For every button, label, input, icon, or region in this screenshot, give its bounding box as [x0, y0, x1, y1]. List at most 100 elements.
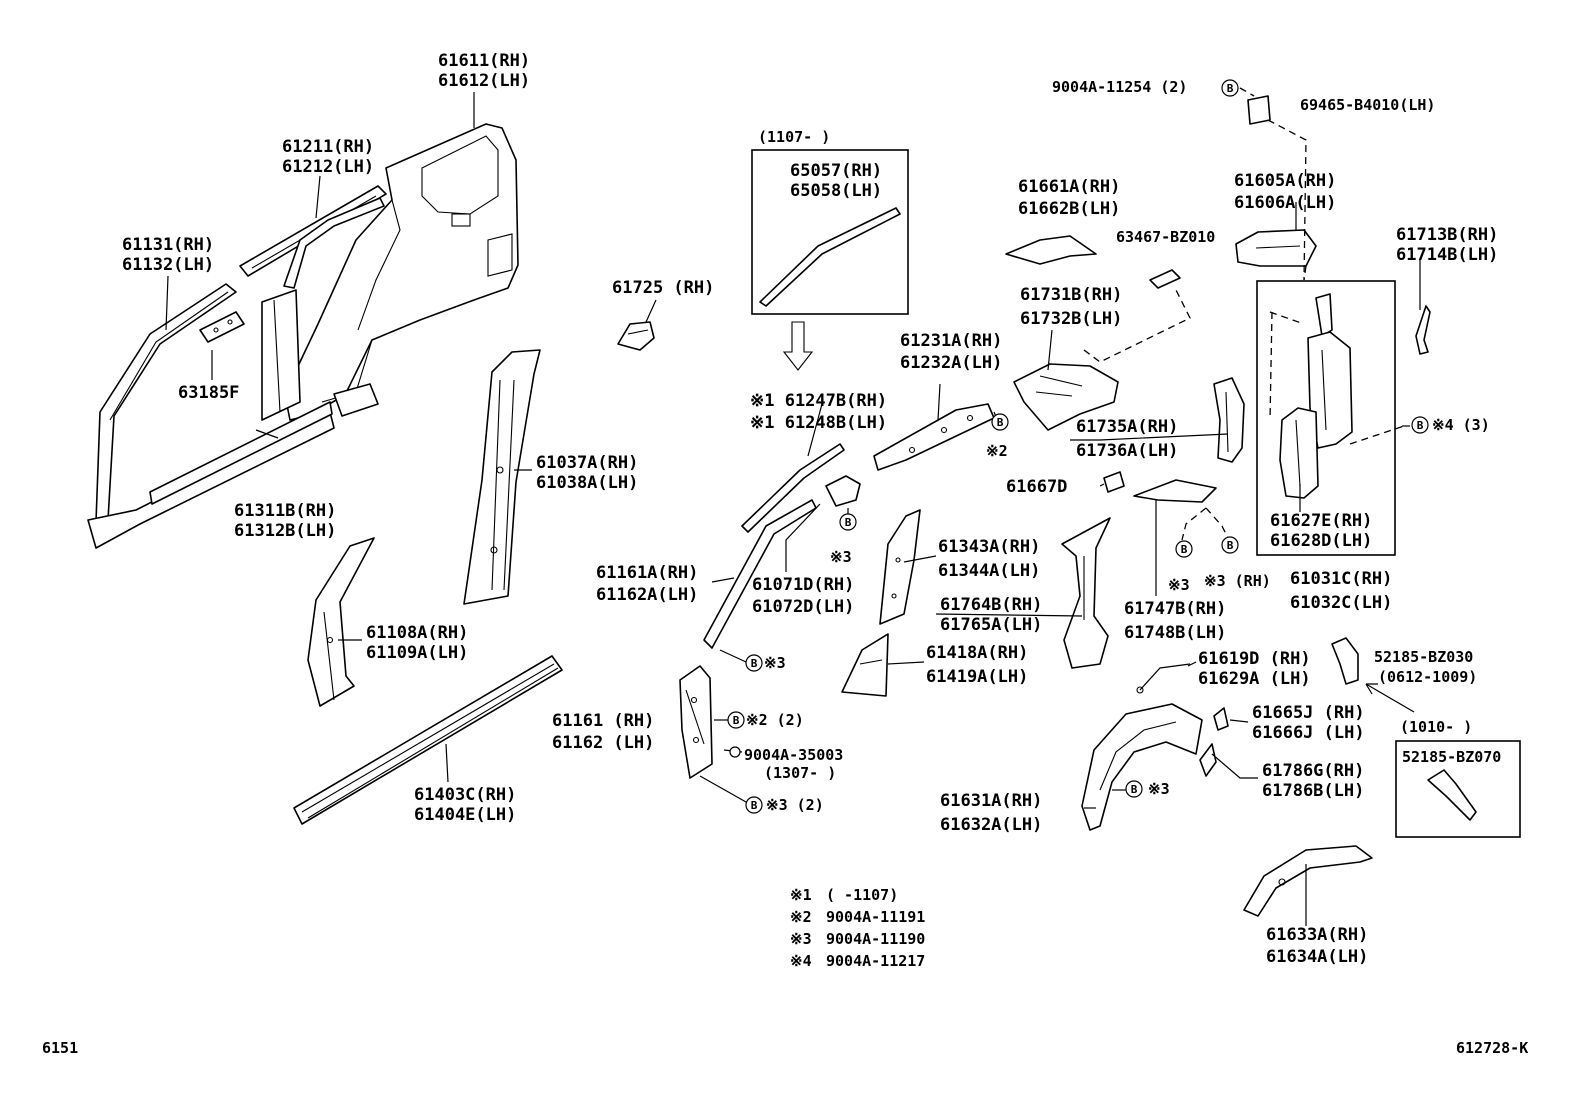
- svg-text:B: B: [751, 799, 758, 812]
- label-61211-rh: 61211(RH): [282, 137, 374, 157]
- svg-text:B: B: [845, 516, 852, 529]
- part-61211-roof-side-rail: [239, 185, 387, 289]
- label-61343-rh: 61343A(RH): [938, 537, 1040, 557]
- part-61619-wire: [1136, 663, 1191, 694]
- svg-text:B: B: [1417, 419, 1424, 432]
- label-range-1107: (1107- ): [758, 128, 830, 146]
- label-61418-lh: 61419A(LH): [926, 667, 1028, 687]
- label-61619-rh: 61619D (RH): [1198, 649, 1311, 669]
- part-61747-lamp-bracket: [1133, 479, 1217, 503]
- part-61311-rocker-outer: [87, 289, 379, 549]
- label-61735-lh: 61736A(LH): [1076, 441, 1178, 461]
- bolt-marker: B: [839, 513, 857, 531]
- label-52185-bz030: 52185-BZ030: [1374, 648, 1473, 666]
- label-61731-lh: 61732B(LH): [1020, 309, 1122, 329]
- svg-text:B: B: [1131, 783, 1138, 796]
- label-range-1010: (1010- ): [1400, 718, 1472, 736]
- part-52185-bz030-bracket: [1331, 637, 1359, 685]
- part-61661-gutter: [1005, 235, 1097, 265]
- illustration-id: 612728-K: [1456, 1039, 1528, 1057]
- label-61071-rh: 61071D(RH): [752, 575, 854, 595]
- label-61231-lh: 61232A(LH): [900, 353, 1002, 373]
- part-61037-center-pillar: [463, 349, 541, 605]
- label-61665-rh: 61665J (RH): [1252, 703, 1365, 723]
- part-61633-inner-wheel-house: [1243, 845, 1373, 917]
- part-61713-brace: [1415, 305, 1431, 355]
- label-61031-lh: 61032C(LH): [1290, 593, 1392, 613]
- svg-text:B: B: [1227, 82, 1234, 95]
- label-61633-lh: 61634A(LH): [1266, 947, 1368, 967]
- part-61735-back-inner: [1213, 377, 1245, 463]
- label-61037-rh: 61037A(RH): [536, 453, 638, 473]
- label-61108-lh: 61109A(LH): [366, 643, 468, 663]
- label-61031-rh: 61031C(RH): [1290, 569, 1392, 589]
- bolt-marker: B: [1175, 540, 1193, 558]
- arrow-icon: [1365, 683, 1415, 713]
- label-61631-lh: 61632A(LH): [940, 815, 1042, 835]
- part-61231-roof-rail-inner: [873, 403, 995, 471]
- bolt-marker: B: [991, 413, 1009, 431]
- label-61161a-rh: 61161A(RH): [596, 563, 698, 583]
- note-text-4: 9004A-11217: [826, 952, 925, 970]
- bolt-marker: B: [1125, 780, 1143, 798]
- label-61764-rh: 61764B(RH): [940, 595, 1042, 615]
- label-61247-rh: ※1 61247B(RH): [750, 391, 887, 411]
- label-61747-lh: 61748B(LH): [1124, 623, 1226, 643]
- notes-legend: ※1 ( -1107) ※2 9004A-11191 ※3 9004A-1119…: [790, 886, 925, 970]
- label-61764-lh: 61765A(LH): [940, 615, 1042, 635]
- part-69465-bracket: [1247, 95, 1271, 125]
- label-61627-lh: 61628D(LH): [1270, 531, 1372, 551]
- part-63467-clip: [1149, 269, 1181, 289]
- note-mark-1: ※1: [790, 886, 812, 904]
- label-61627-rh: 61627E(RH): [1270, 511, 1372, 531]
- part-61631-wheel-house: [1081, 703, 1203, 831]
- label-65057-lh: 65058(LH): [790, 181, 882, 201]
- label-61311-rh: 61311B(RH): [234, 501, 336, 521]
- label-9004a-35003: 9004A-35003: [744, 746, 843, 764]
- part-61611-side-outer-panel: [284, 123, 519, 421]
- bolt-marker: B: [1221, 536, 1239, 554]
- box-61031-frame: [1256, 280, 1396, 556]
- label-61786-rh: 61786G(RH): [1262, 761, 1364, 781]
- label-61661-lh: 61662B(LH): [1018, 199, 1120, 219]
- label-61661-rh: 61661A(RH): [1018, 177, 1120, 197]
- label-note3-rh: ※3 (RH): [1204, 572, 1271, 590]
- leader-lines: [165, 92, 1421, 926]
- bolt-marker: B: [745, 654, 763, 672]
- svg-text:B: B: [751, 657, 758, 670]
- label-61725: 61725 (RH): [612, 278, 714, 298]
- label-52185-bz070: 52185-BZ070: [1402, 748, 1501, 766]
- bolt-marker: B: [745, 796, 763, 814]
- part-61731-roof-side-inner: [1013, 363, 1119, 431]
- part-61764-pillar-inner: [1061, 517, 1111, 669]
- label-note3-a: ※3: [830, 548, 852, 566]
- bolt-marker: [729, 746, 741, 758]
- label-61418-rh: 61418A(RH): [926, 643, 1028, 663]
- part-61161a-pillar-inner: [703, 499, 817, 649]
- label-61611-rh: 61611(RH): [438, 51, 530, 71]
- label-note3-d: ※3: [1168, 576, 1190, 594]
- part-61725-hinge: [617, 321, 655, 351]
- part-61108-front-pillar-lower: [307, 537, 375, 707]
- label-61731-rh: 61731B(RH): [1020, 285, 1122, 305]
- label-range-1307: (1307- ): [764, 764, 836, 782]
- svg-text:B: B: [1227, 539, 1234, 552]
- label-61786-lh: 61786B(LH): [1262, 781, 1364, 801]
- label-61161a-lh: 61162A(LH): [596, 585, 698, 605]
- label-61108-rh: 61108A(RH): [366, 623, 468, 643]
- label-65057-rh: 65057(RH): [790, 161, 882, 181]
- bolt-marker: B: [1411, 416, 1429, 434]
- label-note3-e: ※3: [1148, 780, 1170, 798]
- label-9004a-11254: 9004A-11254 (2): [1052, 78, 1187, 96]
- label-61403-rh: 61403C(RH): [414, 785, 516, 805]
- label-note3-b: ※3: [764, 654, 786, 672]
- svg-text:B: B: [1181, 543, 1188, 556]
- label-63185f: 63185F: [178, 383, 239, 403]
- label-61631-rh: 61631A(RH): [940, 791, 1042, 811]
- label-61605-lh: 61606A(LH): [1234, 193, 1336, 213]
- label-range-0612-1009: (0612-1009): [1378, 668, 1477, 686]
- part-61665-plate: [1213, 707, 1229, 731]
- label-61231-rh: 61231A(RH): [900, 331, 1002, 351]
- label-61037-lh: 61038A(LH): [536, 473, 638, 493]
